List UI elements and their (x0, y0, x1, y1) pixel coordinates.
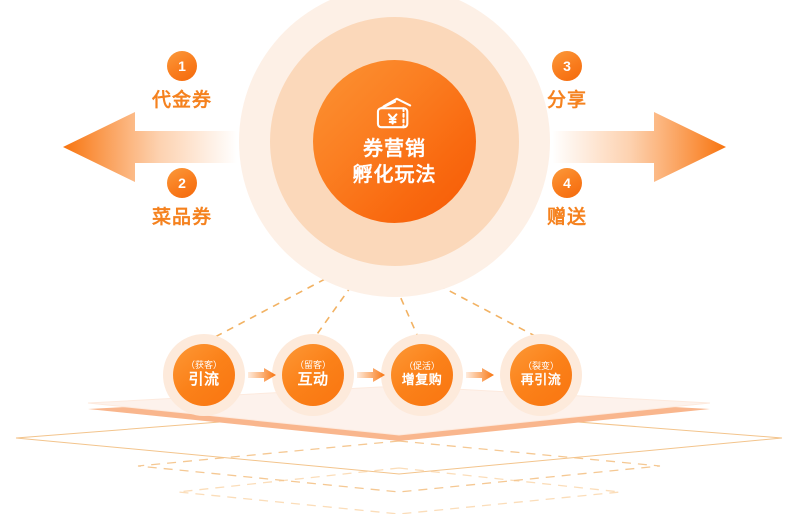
flow-node-3-core: （促活） 增复购 (391, 344, 453, 406)
flow-node-1-label: 引流 (188, 371, 220, 389)
flow-node-3-sublabel: （促活） (403, 361, 440, 372)
side-item-2[interactable]: 2 菜品券 (127, 168, 237, 229)
slab-outline-outer (15, 407, 783, 475)
flow-node-2-core: （留客） 互动 (282, 344, 344, 406)
side-badge-1: 1 (167, 51, 197, 81)
side-label-1: 代金券 (151, 90, 212, 111)
side-badge-3: 3 (552, 51, 582, 81)
flow-node-3[interactable]: （促活） 增复购 (381, 334, 463, 416)
side-badge-2: 2 (167, 168, 197, 198)
flow-node-4[interactable]: （裂变） 再引流 (500, 334, 582, 416)
hub-title-line2: 孵化玩法 (352, 163, 437, 186)
side-label-3: 分享 (546, 90, 587, 111)
side-item-3[interactable]: 3 分享 (512, 51, 622, 112)
flow-node-2[interactable]: （留客） 互动 (272, 334, 354, 416)
slab-outline-lower (177, 467, 621, 514)
flow-node-4-label: 再引流 (520, 372, 562, 388)
flow-node-1-core: （获客） 引流 (173, 344, 235, 406)
flow-node-2-sublabel: （留客） (294, 360, 331, 371)
side-item-4[interactable]: 4 赠送 (512, 168, 622, 229)
flow-node-4-core: （裂变） 再引流 (510, 344, 572, 406)
flow-node-1[interactable]: （获客） 引流 (163, 334, 245, 416)
flow-node-1-sublabel: （获客） (185, 360, 222, 371)
side-item-1[interactable]: 1 代金券 (127, 51, 237, 112)
hub-circle[interactable]: 券营销 孵化玩法 (313, 60, 476, 223)
hub-title-line1: 券营销 (363, 137, 426, 160)
side-label-2: 菜品券 (151, 207, 212, 228)
flow-node-4-sublabel: （裂变） (522, 361, 559, 372)
side-label-4: 赠送 (546, 207, 587, 228)
flow-connector-arrow-3 (466, 368, 494, 382)
side-badge-4: 4 (552, 168, 582, 198)
coupon-yen-icon (376, 97, 411, 129)
right-arrow (552, 112, 726, 182)
left-arrow (63, 112, 237, 182)
flow-node-2-label: 互动 (297, 371, 329, 389)
flow-connector-arrow-1 (248, 368, 276, 382)
slab-outline-middle (137, 440, 661, 493)
flow-connector-arrow-2 (357, 368, 385, 382)
flow-node-3-label: 增复购 (401, 372, 443, 388)
